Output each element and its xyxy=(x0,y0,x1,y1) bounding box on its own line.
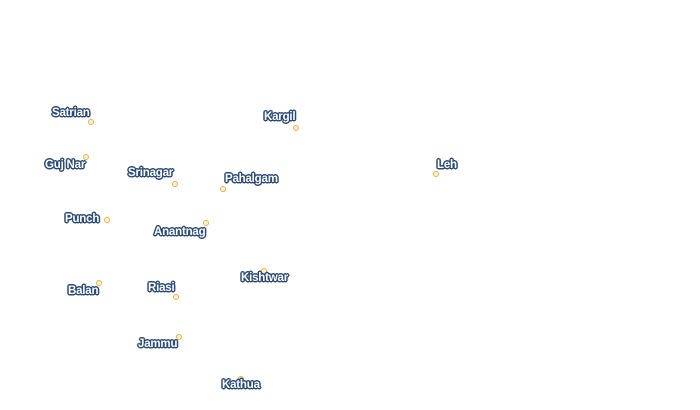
place-marker-icon[interactable] xyxy=(83,154,89,160)
place-label: Satrian xyxy=(52,107,90,119)
place-marker-icon[interactable] xyxy=(104,217,110,223)
place-marker-icon[interactable] xyxy=(238,376,244,382)
place-marker-icon[interactable] xyxy=(433,171,439,177)
place-marker-icon[interactable] xyxy=(293,125,299,131)
place-marker-icon[interactable] xyxy=(173,294,179,300)
place-label: Pahalgam xyxy=(225,173,278,185)
place-marker-icon[interactable] xyxy=(172,181,178,187)
place-label: Jammu xyxy=(138,338,178,350)
place-marker-icon[interactable] xyxy=(220,186,226,192)
place-marker-icon[interactable] xyxy=(203,220,209,226)
place-label: Kargil xyxy=(264,111,296,123)
place-label: Anantnag xyxy=(154,226,206,238)
place-label: Guj Nar xyxy=(45,159,86,171)
place-label: Leh xyxy=(437,159,457,171)
place-marker-icon[interactable] xyxy=(96,280,102,286)
place-label: Punch xyxy=(65,213,100,225)
place-marker-icon[interactable] xyxy=(176,334,182,340)
place-marker-icon[interactable] xyxy=(261,268,267,274)
place-marker-icon[interactable] xyxy=(88,119,94,125)
place-label: Srinagar xyxy=(128,167,174,179)
place-label: Kathua xyxy=(222,379,260,391)
place-label: Kishtwar xyxy=(241,272,288,284)
place-label: Balan xyxy=(68,285,99,297)
place-label: Riasi xyxy=(148,282,175,294)
